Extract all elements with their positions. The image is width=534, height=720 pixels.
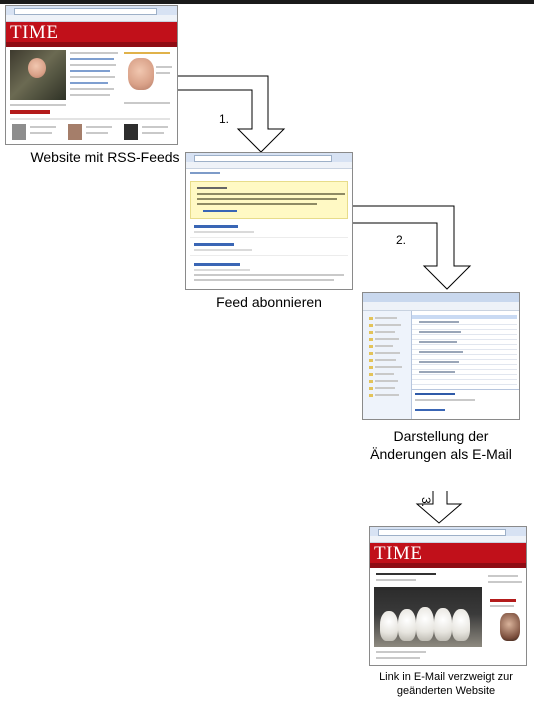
time-header: TIME — [6, 22, 177, 43]
time-header: TIME — [370, 543, 526, 564]
time-logo: TIME — [10, 22, 59, 43]
outlook-toolbar — [363, 302, 519, 311]
arrow-number-3: 3. — [419, 497, 433, 508]
time-nav-bar — [6, 42, 177, 47]
photo-person — [28, 58, 46, 78]
feed-subscribe-banner — [190, 181, 348, 219]
thumb-1 — [12, 124, 26, 140]
ad-portrait — [500, 613, 520, 641]
caption-step-1: Website mit RSS-Feeds — [30, 149, 180, 165]
screenshot-time-website: TIME — [5, 5, 178, 145]
top-rule — [0, 0, 534, 4]
arrow-number-2: 2. — [396, 233, 407, 247]
screenshot-feed-page — [185, 152, 353, 290]
time-logo: TIME — [374, 543, 423, 564]
arrow-1 — [176, 75, 286, 153]
arrow-2 — [351, 205, 472, 290]
screenshot-outlook — [362, 292, 520, 420]
thumb-2 — [68, 124, 82, 140]
ad-portrait — [128, 58, 154, 90]
caption-step-2: Feed abonnieren — [216, 294, 322, 310]
outlook-selected-row — [412, 315, 517, 319]
browser-toolbar — [370, 536, 526, 543]
caption-step-4: Link in E-Mail verzweigt zur geänderten … — [379, 671, 513, 697]
time-nav-bar — [370, 563, 526, 568]
screenshot-time-article: TIME — [369, 526, 527, 666]
arrow-number-1: 1. — [219, 112, 230, 126]
thumb-3 — [124, 124, 138, 140]
browser-toolbar — [186, 162, 352, 169]
arrow-3 — [415, 491, 463, 524]
browser-toolbar — [6, 15, 177, 22]
outlook-folder-pane — [363, 311, 412, 419]
caption-step-3: Darstellung der Änderungen als E-Mail — [370, 428, 512, 462]
